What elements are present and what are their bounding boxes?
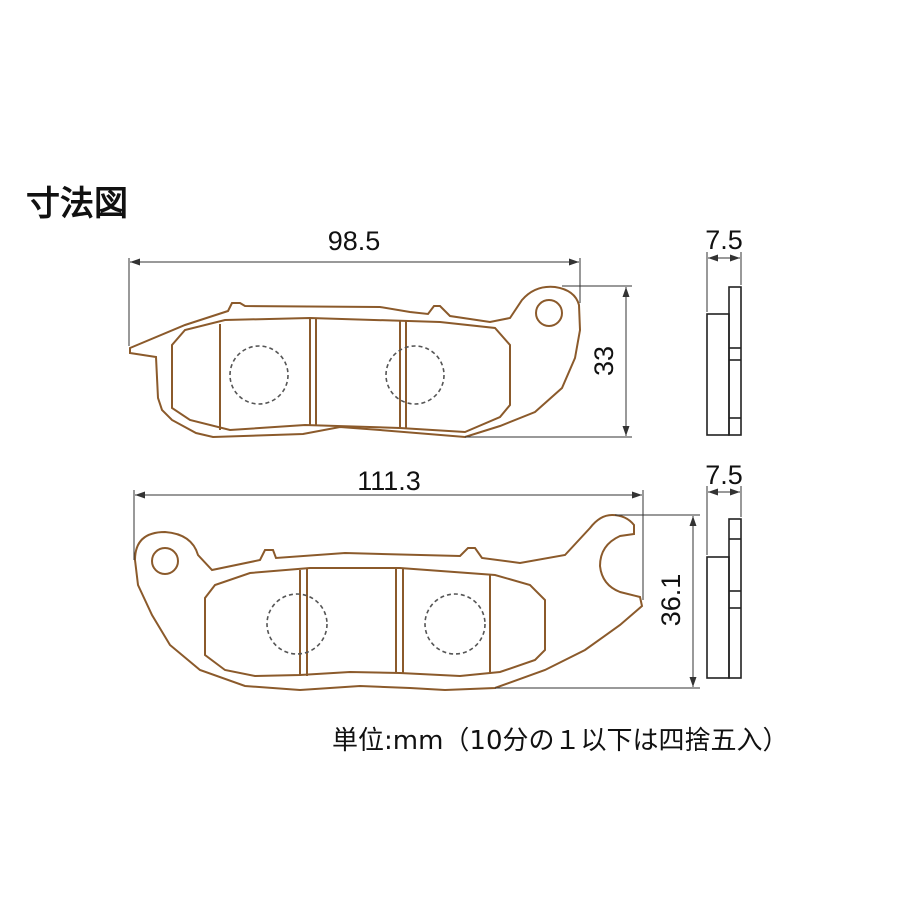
bottom-height-label: 36.1: [656, 574, 686, 627]
top-width-label: 98.5: [328, 226, 381, 256]
bottom-width-label: 111.3: [357, 466, 421, 496]
bottom-thickness-dimension: [706, 486, 742, 555]
top-height-dimension: [465, 285, 632, 438]
top-height-label: 33: [589, 346, 619, 376]
bottom-thickness-label: 7.5: [705, 460, 743, 490]
bottom-backing-plate: [133, 513, 644, 692]
top-mounting-hole: [535, 299, 563, 327]
top-side-view: [706, 286, 742, 436]
bottom-mounting-hole: [151, 547, 179, 575]
top-pad: [129, 285, 582, 439]
bottom-piston-right: [424, 593, 486, 655]
bottom-width-dimension: [133, 490, 644, 600]
top-thickness-dimension: [706, 252, 742, 312]
top-thickness-label: 7.5: [705, 225, 743, 255]
top-piston-left: [229, 345, 289, 405]
bottom-height-dimension: [495, 514, 700, 689]
bottom-piston-left: [266, 593, 328, 655]
bottom-side-view: [706, 518, 742, 679]
bottom-friction-block: [204, 567, 546, 678]
drawing-title: 寸法図: [26, 184, 128, 224]
top-piston-right: [385, 345, 445, 405]
top-friction-block: [171, 316, 511, 434]
top-backing-plate: [129, 285, 582, 439]
top-width-dimension: [128, 258, 581, 346]
unit-note: 単位:mm（10分の１以下は四捨五入）: [332, 726, 789, 756]
bottom-pad: [133, 513, 644, 692]
